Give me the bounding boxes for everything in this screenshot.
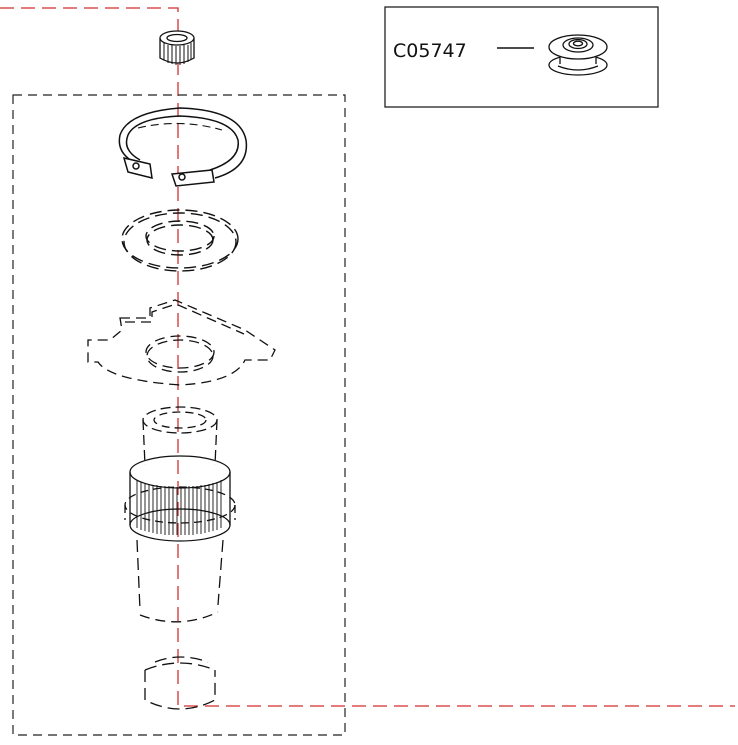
callout-part-number: C05747 [393,40,467,62]
assembly-centerline [0,7,735,707]
bobbin-icon [548,34,608,76]
needle-bearing-icon [159,30,195,65]
assembly-group-boundary [12,94,346,736]
retaining-ring-icon [118,107,248,187]
knurled-bushing-icon [124,406,236,623]
lock-plate-icon [87,299,276,386]
part-callout: C05747 [384,6,659,108]
callout-box [384,6,659,108]
washer-icon [121,209,239,272]
shaft-end-icon [144,656,216,710]
